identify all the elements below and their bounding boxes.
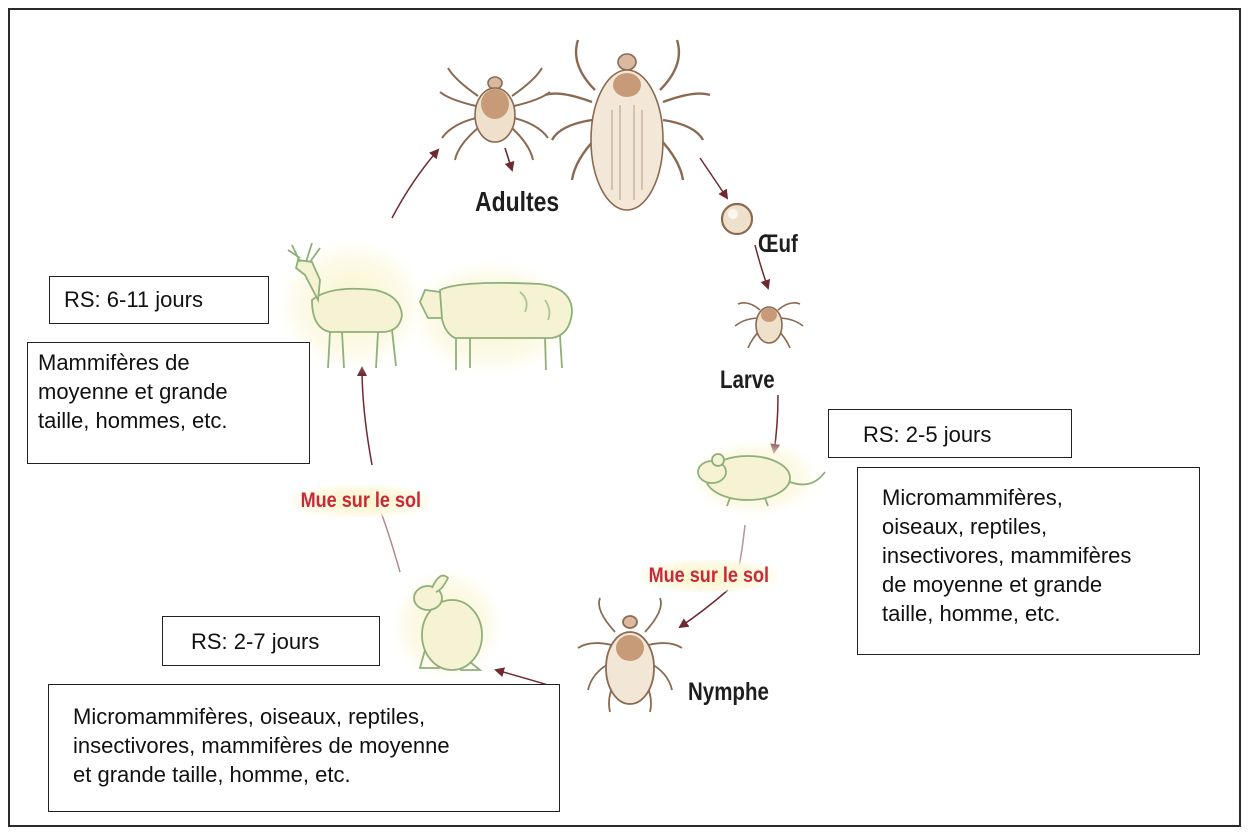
arrow-molt-to-deer — [362, 368, 372, 465]
arrow-adult-to-egg — [700, 158, 727, 198]
hosts-adult-box: Mammifères de moyenne et grande taille, … — [27, 342, 310, 464]
stage-label-nymphe: Nymphe — [688, 678, 769, 707]
hosts-nymph-box: Micromammifères, oiseaux, reptiles, inse… — [48, 684, 560, 812]
arrow-rabbit-to-molt — [380, 510, 400, 572]
hosts-larva-box: Micromammifères, oiseaux, reptiles, inse… — [857, 467, 1200, 655]
molt-label-right: Mue sur le sol — [640, 560, 778, 592]
cow-icon — [402, 256, 582, 380]
rs-nymph-box: RS: 2-7 jours — [162, 616, 380, 666]
arrow-molt-to-nymph — [680, 590, 728, 627]
stage-label-larve: Larve — [720, 366, 775, 395]
stage-label-oeuf: Œuf — [758, 230, 798, 259]
hosts-nymph-line: et grande taille, homme, etc. — [73, 760, 559, 789]
stage-label-adultes: Adultes — [475, 186, 559, 218]
hosts-larva-line: Micromammifères, — [882, 483, 1199, 512]
hosts-larva-line: insectivores, mammifères — [882, 541, 1199, 570]
rabbit-icon — [387, 565, 507, 685]
egg-icon — [722, 204, 752, 234]
hosts-larva-line: oiseaux, reptiles, — [882, 512, 1199, 541]
tick-larva-icon — [735, 303, 803, 348]
mouse-icon — [685, 436, 825, 520]
arrow-deer-to-adult — [392, 150, 438, 218]
rs-adult-text: RS: 6-11 jours — [64, 285, 268, 314]
hosts-nymph-line: insectivores, mammifères de moyenne — [73, 731, 559, 760]
hosts-larva-line: taille, homme, etc. — [882, 599, 1199, 628]
rs-adult-box: RS: 6-11 jours — [49, 276, 269, 324]
hosts-adult-line: moyenne et grande — [38, 377, 309, 406]
rs-larva-box: RS: 2-5 jours — [828, 409, 1072, 458]
tick-male-icon — [440, 68, 550, 170]
hosts-nymph-line: Micromammifères, oiseaux, reptiles, — [73, 702, 559, 731]
hosts-larva-line: de moyenne et grande — [882, 570, 1199, 599]
rs-nymph-text: RS: 2-7 jours — [191, 627, 379, 656]
molt-label-left: Mue sur le sol — [292, 485, 430, 517]
rs-larva-text: RS: 2-5 jours — [863, 420, 1071, 449]
hosts-adult-line: Mammifères de — [38, 348, 309, 377]
tick-female-icon — [545, 40, 710, 210]
tick-nymph-icon — [578, 598, 682, 712]
hosts-adult-line: taille, hommes, etc. — [38, 406, 309, 435]
